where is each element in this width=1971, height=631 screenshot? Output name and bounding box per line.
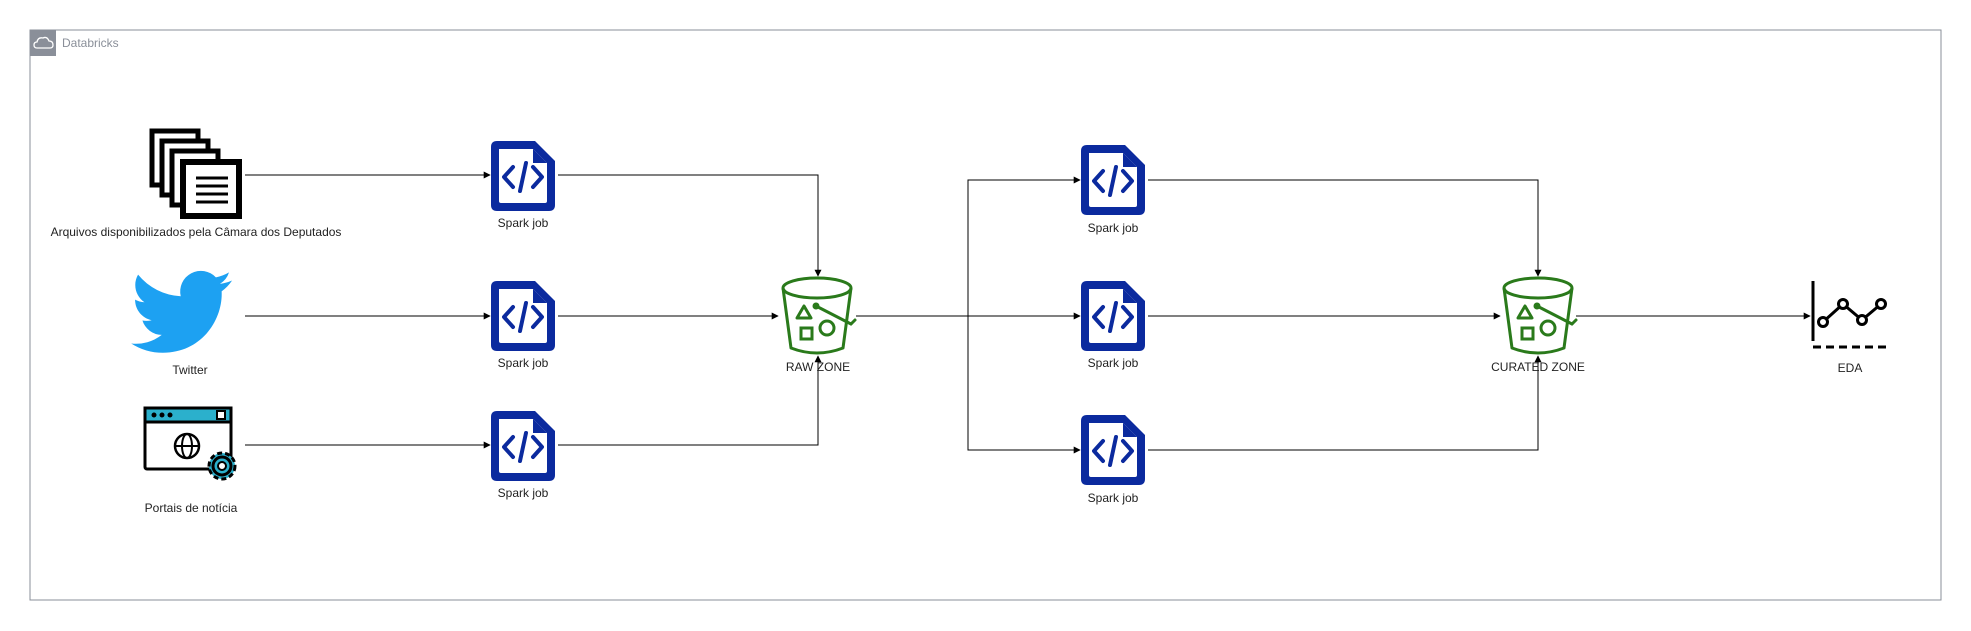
raw-zone: RAW ZONE: [781, 276, 857, 374]
spark-job-4: Spark job: [1079, 143, 1147, 235]
databricks-group: Databricks: [29, 29, 1942, 601]
documents-icon: [149, 128, 242, 219]
line-chart-icon: [1811, 281, 1890, 349]
source-news: Portais de notícia: [143, 406, 238, 515]
spark-job-label: Spark job: [498, 356, 549, 370]
spark-job-label: Spark job: [498, 216, 549, 230]
spark-job-5: Spark job: [1079, 279, 1147, 370]
source-twitter-label: Twitter: [172, 363, 207, 377]
edge-job3-to-raw: [558, 355, 822, 446]
code-file-icon: [489, 139, 557, 213]
source-news-label: Portais de notícia: [145, 501, 238, 515]
spark-job-label: Spark job: [1088, 491, 1139, 505]
bucket-icon: [1502, 276, 1578, 355]
bucket-icon: [781, 276, 857, 355]
curated-zone-label: CURATED ZONE: [1491, 360, 1585, 374]
code-file-icon: [1079, 279, 1147, 353]
browser-gear-icon: [143, 406, 237, 481]
spark-job-3: Spark job: [489, 409, 557, 500]
edge-raw-to-job6: [967, 316, 1081, 454]
eda-label: EDA: [1838, 361, 1863, 375]
source-files-label: Arquivos disponibilizados pela Câmara do…: [51, 225, 342, 239]
connectors: [245, 171, 1811, 454]
edge-job6-to-curated: [1148, 355, 1542, 451]
curated-zone: CURATED ZONE: [1491, 276, 1585, 374]
code-file-icon: [489, 279, 557, 353]
spark-job-6: Spark job: [1079, 413, 1147, 505]
spark-job-label: Spark job: [1088, 221, 1139, 235]
edge-raw-to-job4: [856, 176, 1081, 317]
group-label: Databricks: [62, 36, 119, 50]
code-file-icon: [1079, 143, 1147, 217]
spark-job-label: Spark job: [498, 486, 549, 500]
spark-job-2: Spark job: [489, 279, 557, 370]
edge-job4-to-curated: [1148, 179, 1542, 277]
eda: EDA: [1811, 281, 1890, 375]
raw-zone-label: RAW ZONE: [786, 360, 850, 374]
edge-job1-to-raw: [558, 174, 822, 277]
code-file-icon: [1079, 413, 1147, 487]
twitter-bird-icon: [131, 270, 232, 353]
code-file-icon: [489, 409, 557, 483]
source-files: Arquivos disponibilizados pela Câmara do…: [51, 128, 342, 239]
source-twitter: Twitter: [131, 270, 232, 377]
spark-job-label: Spark job: [1088, 356, 1139, 370]
spark-job-1: Spark job: [489, 139, 557, 230]
